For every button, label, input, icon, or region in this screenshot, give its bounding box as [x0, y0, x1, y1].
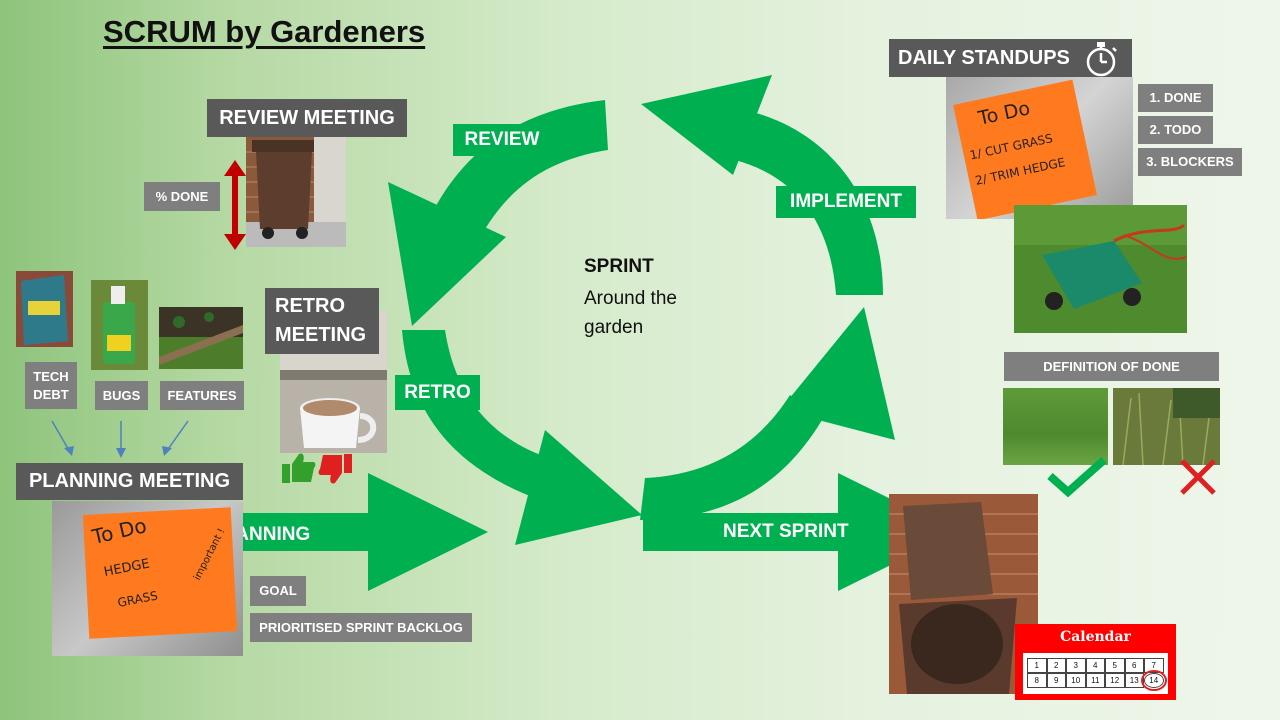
lawn-feed-photo — [16, 271, 73, 347]
planning-note-heading: To Do — [89, 513, 149, 549]
tech-debt-label: TECH DEBT — [25, 362, 77, 409]
calendar-day: 14 — [1141, 670, 1167, 691]
thumbs-down-icon — [318, 454, 352, 484]
next-sprint-label: NEXT SPRINT — [723, 521, 849, 542]
percent-done-label: % DONE — [144, 182, 220, 211]
page-title: SCRUM by Gardeners — [103, 14, 426, 49]
definition-of-done-label: DEFINITION OF DONE — [1004, 352, 1219, 381]
goal-label: GOAL — [250, 576, 306, 606]
retro-label: RETRO — [395, 375, 480, 410]
cross-icon — [1180, 459, 1216, 495]
retro-meeting-label: RETRO MEETING — [265, 288, 379, 354]
check-icon — [1047, 457, 1107, 498]
standup-note-heading: To Do — [976, 97, 1032, 130]
sprint-subtitle: Around the garden — [584, 288, 677, 338]
calendar-day: 9 — [1046, 673, 1066, 688]
sprint-title: SPRINT — [584, 256, 654, 277]
review-label: REVIEW — [453, 124, 551, 156]
implement-arrowhead — [641, 75, 772, 175]
wheelie-bin-photo — [246, 137, 346, 247]
calendar-day: 3 — [1066, 658, 1086, 673]
daily-standups-label: DAILY STANDUPS — [889, 39, 1132, 77]
stopwatch-icon — [1086, 42, 1117, 77]
review-meeting-label: REVIEW MEETING — [207, 99, 407, 137]
features-label: FEATURES — [160, 381, 244, 410]
sprint-backlog-label: PRIORITISED SPRINT BACKLOG — [250, 613, 472, 642]
standup-note-item-1: 1/ CUT GRASS — [968, 131, 1054, 163]
standup-item-blockers: 3. BLOCKERS — [1138, 148, 1242, 176]
long-grass-photo — [1113, 388, 1220, 465]
calendar-day: 11 — [1085, 673, 1105, 688]
retro-arrowhead — [515, 430, 642, 545]
planning-note-item-important: important ! — [192, 526, 228, 583]
bugs-label: BUGS — [95, 381, 148, 410]
review-arrowhead — [388, 182, 506, 326]
calendar-day: 5 — [1105, 658, 1125, 673]
thumbs-up-icon — [282, 453, 316, 483]
review-arrow-body — [420, 100, 608, 258]
open-bin-photo — [889, 494, 1038, 694]
cut-grass-photo — [1003, 388, 1108, 465]
standup-sticky-note: To Do 1/ CUT GRASS 2/ TRIM HEDGE — [953, 79, 1097, 219]
calendar-day: 1 — [1027, 658, 1047, 673]
implement-label: IMPLEMENT — [776, 186, 916, 218]
standup-sticky-note-photo: To Do 1/ CUT GRASS 2/ TRIM HEDGE — [946, 77, 1133, 219]
planning-sticky-note-photo: To Do HEDGE GRASS important ! — [52, 501, 243, 656]
weed-spray-photo — [91, 280, 148, 370]
calendar-day: 10 — [1066, 673, 1086, 688]
calendar-day: 6 — [1124, 658, 1144, 673]
planning-meeting-label: PLANNING MEETING — [16, 463, 243, 500]
calendar-day: 2 — [1046, 658, 1066, 673]
calendar-day: 13 — [1124, 673, 1144, 688]
calendar-day: 12 — [1105, 673, 1125, 688]
standup-item-done: 1. DONE — [1138, 84, 1213, 112]
lawnmower-photo — [1014, 205, 1187, 333]
planning-note-item-hedge: HEDGE — [102, 556, 152, 581]
double-arrow-icon — [224, 160, 246, 250]
planning-note-item-grass: GRASS — [116, 588, 159, 610]
calendar-title: Calendar — [1060, 629, 1131, 645]
daily-standups-label-text: DAILY STANDUPS — [898, 46, 1070, 69]
calendar-day: 7 — [1144, 658, 1164, 673]
sprint-arrow-body — [640, 395, 822, 520]
next-sprint-arrow — [643, 473, 958, 591]
calendar-day: 4 — [1085, 658, 1105, 673]
standup-item-todo: 2. TODO — [1138, 116, 1213, 144]
sprint-arrowhead — [780, 307, 895, 440]
planning-sticky-note: To Do HEDGE GRASS important ! — [82, 507, 238, 639]
retro-arrow-body — [402, 330, 555, 500]
standup-note-item-2: 2/ TRIM HEDGE — [973, 155, 1067, 188]
calendar-day: 8 — [1027, 673, 1047, 688]
planning-arrow — [173, 473, 488, 591]
garden-bed-photo — [159, 307, 243, 369]
